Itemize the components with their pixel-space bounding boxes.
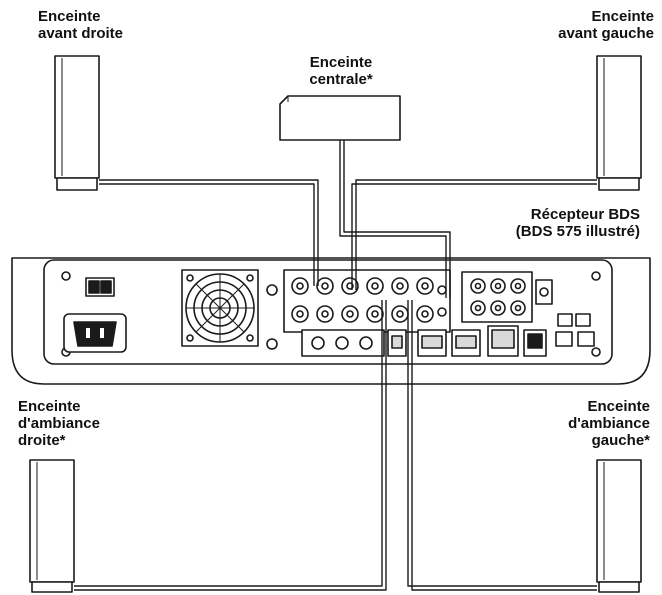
receiver-unit — [11, 257, 651, 385]
surround-right-speaker — [29, 459, 75, 593]
label-front-left-line1: Enceinte — [591, 8, 654, 25]
label-center: Enceinte centrale* — [296, 54, 386, 88]
cable-surround-left — [407, 300, 597, 591]
cable-front-left — [351, 179, 597, 290]
label-surround-right-line1: Enceinte — [18, 398, 81, 415]
label-front-right-line2: avant droite — [38, 25, 124, 42]
label-surround-left: Enceinte d'ambiance gauche* — [568, 398, 650, 449]
front-right-speaker — [54, 55, 100, 191]
label-surround-right-line3: droite* — [18, 432, 66, 449]
label-surround-right-line2: d'ambiance — [18, 415, 100, 432]
label-surround-left-line1: Enceinte — [587, 398, 650, 415]
label-receiver: Récepteur BDS (BDS 575 illustré) — [516, 206, 640, 240]
label-surround-left-line2: d'ambiance — [568, 415, 650, 432]
label-receiver-line1: Récepteur BDS — [530, 206, 640, 223]
label-receiver-line2: (BDS 575 illustré) — [515, 223, 640, 240]
label-front-left-line2: avant gauche — [558, 25, 654, 42]
label-center-line2: centrale* — [309, 71, 373, 88]
cable-center — [339, 140, 451, 298]
label-surround-right: Enceinte d'ambiance droite* — [18, 398, 100, 449]
label-front-left: Enceinte avant gauche — [558, 8, 654, 42]
cable-front-right — [99, 179, 319, 286]
surround-left-speaker — [596, 459, 642, 593]
front-left-speaker — [596, 55, 642, 191]
label-center-line1: Enceinte — [309, 54, 373, 71]
label-surround-left-line3: gauche* — [591, 432, 650, 449]
label-front-right: Enceinte avant droite — [38, 8, 123, 42]
cable-surround-right — [74, 300, 387, 591]
label-front-right-line1: Enceinte — [38, 8, 101, 25]
center-speaker — [279, 95, 401, 141]
